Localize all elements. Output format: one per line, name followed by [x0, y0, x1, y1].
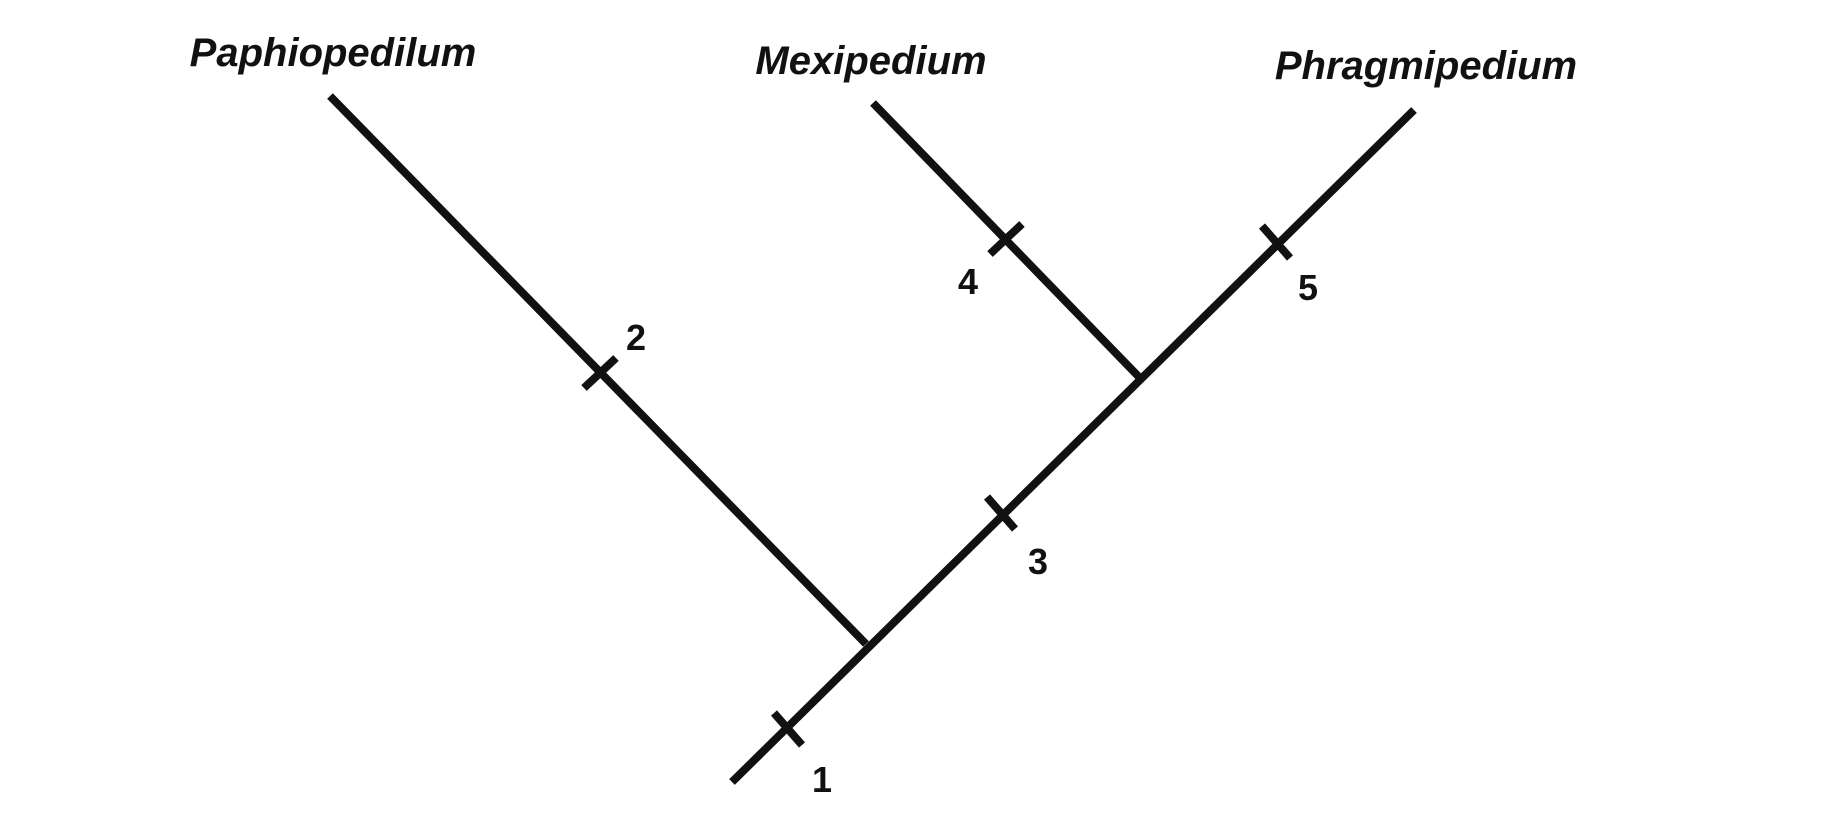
character-mark-2 [581, 355, 619, 391]
character-mark-1 [770, 710, 806, 748]
character-label-3: 3 [1028, 541, 1048, 582]
taxon-label-mexipedium: Mexipedium [755, 39, 986, 83]
character-label-1: 1 [812, 759, 832, 800]
branch-main-phragmipedium [729, 107, 1417, 785]
character-mark-4 [987, 221, 1025, 257]
character-mark-3 [983, 494, 1019, 532]
character-mark-5 [1258, 223, 1294, 261]
character-label-4: 4 [958, 261, 978, 302]
character-label-5: 5 [1298, 267, 1318, 308]
taxon-label-phragmipedium: Phragmipedium [1275, 44, 1577, 88]
taxon-label-paphiopedilum: Paphiopedilum [190, 31, 477, 75]
character-label-2: 2 [626, 317, 646, 358]
